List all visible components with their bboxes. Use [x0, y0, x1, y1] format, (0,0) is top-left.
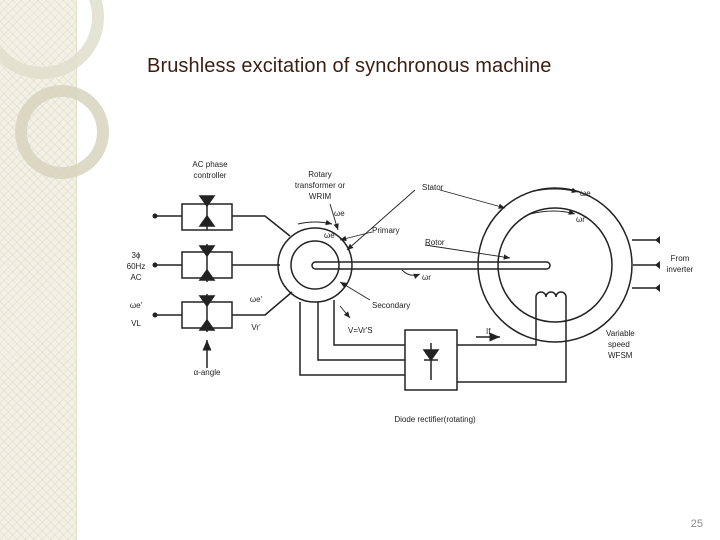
label-stator: Stator — [422, 183, 444, 192]
label-field-current: If — [486, 327, 491, 336]
label-primary: Primary — [372, 226, 400, 235]
label-diode-rectifier: Diode rectifier(rotating) — [394, 415, 476, 424]
label-inverter: inverter — [667, 265, 694, 274]
label-omega-e-prime-2: ωe' — [250, 295, 263, 304]
rotary-transformer-primary — [277, 227, 353, 303]
label-omega-e-stator: ωe — [580, 189, 591, 198]
label-omega-r-rotor: ωr — [576, 215, 585, 224]
field-winding — [535, 291, 567, 298]
label-speed: speed — [608, 340, 630, 349]
label-vr-prime: Vr' — [251, 323, 261, 332]
shaft — [311, 261, 551, 270]
page-number: 25 — [690, 518, 703, 530]
label-omega-r-shaft: ωr — [422, 273, 431, 282]
label-controller: controller — [194, 171, 227, 180]
thyristor-pair-1 — [181, 195, 233, 231]
label-omega-e-primary: ωe — [334, 209, 345, 218]
label-wrim: WRIM — [309, 192, 332, 201]
label-omega-e-prime: ωe' — [130, 301, 143, 310]
label-omega-e-secondary: ωe — [324, 231, 335, 240]
thyristor-pair-2 — [181, 244, 233, 282]
label-v-equation: V=Vr'S — [348, 326, 373, 335]
wfsm-stator — [477, 187, 633, 343]
diode-rectifier-box — [404, 329, 458, 391]
label-source-ac: AC — [130, 273, 141, 282]
thyristor-pair-3 — [181, 294, 233, 332]
label-transformer-or: transformer or — [295, 181, 346, 190]
label-ac-phase: AC phase — [192, 160, 228, 169]
wfsm-rotor — [497, 207, 613, 323]
label-rotor: Rotor — [425, 238, 445, 247]
rotary-transformer-secondary — [290, 240, 340, 290]
label-vl: VL — [131, 319, 141, 328]
label-variable: Variable — [606, 329, 635, 338]
sidebar-divider — [76, 0, 77, 540]
slide-title: Brushless excitation of synchronous mach… — [147, 55, 552, 77]
label-secondary: Secondary — [372, 301, 410, 310]
label-alpha-angle: α-angle — [194, 368, 221, 377]
label-source-phase: 3ϕ — [132, 251, 141, 260]
label-rotary: Rotary — [308, 170, 332, 179]
label-source-frequency: 60Hz — [127, 262, 146, 271]
label-wfsm: WFSM — [608, 351, 633, 360]
label-from: From — [671, 254, 690, 263]
